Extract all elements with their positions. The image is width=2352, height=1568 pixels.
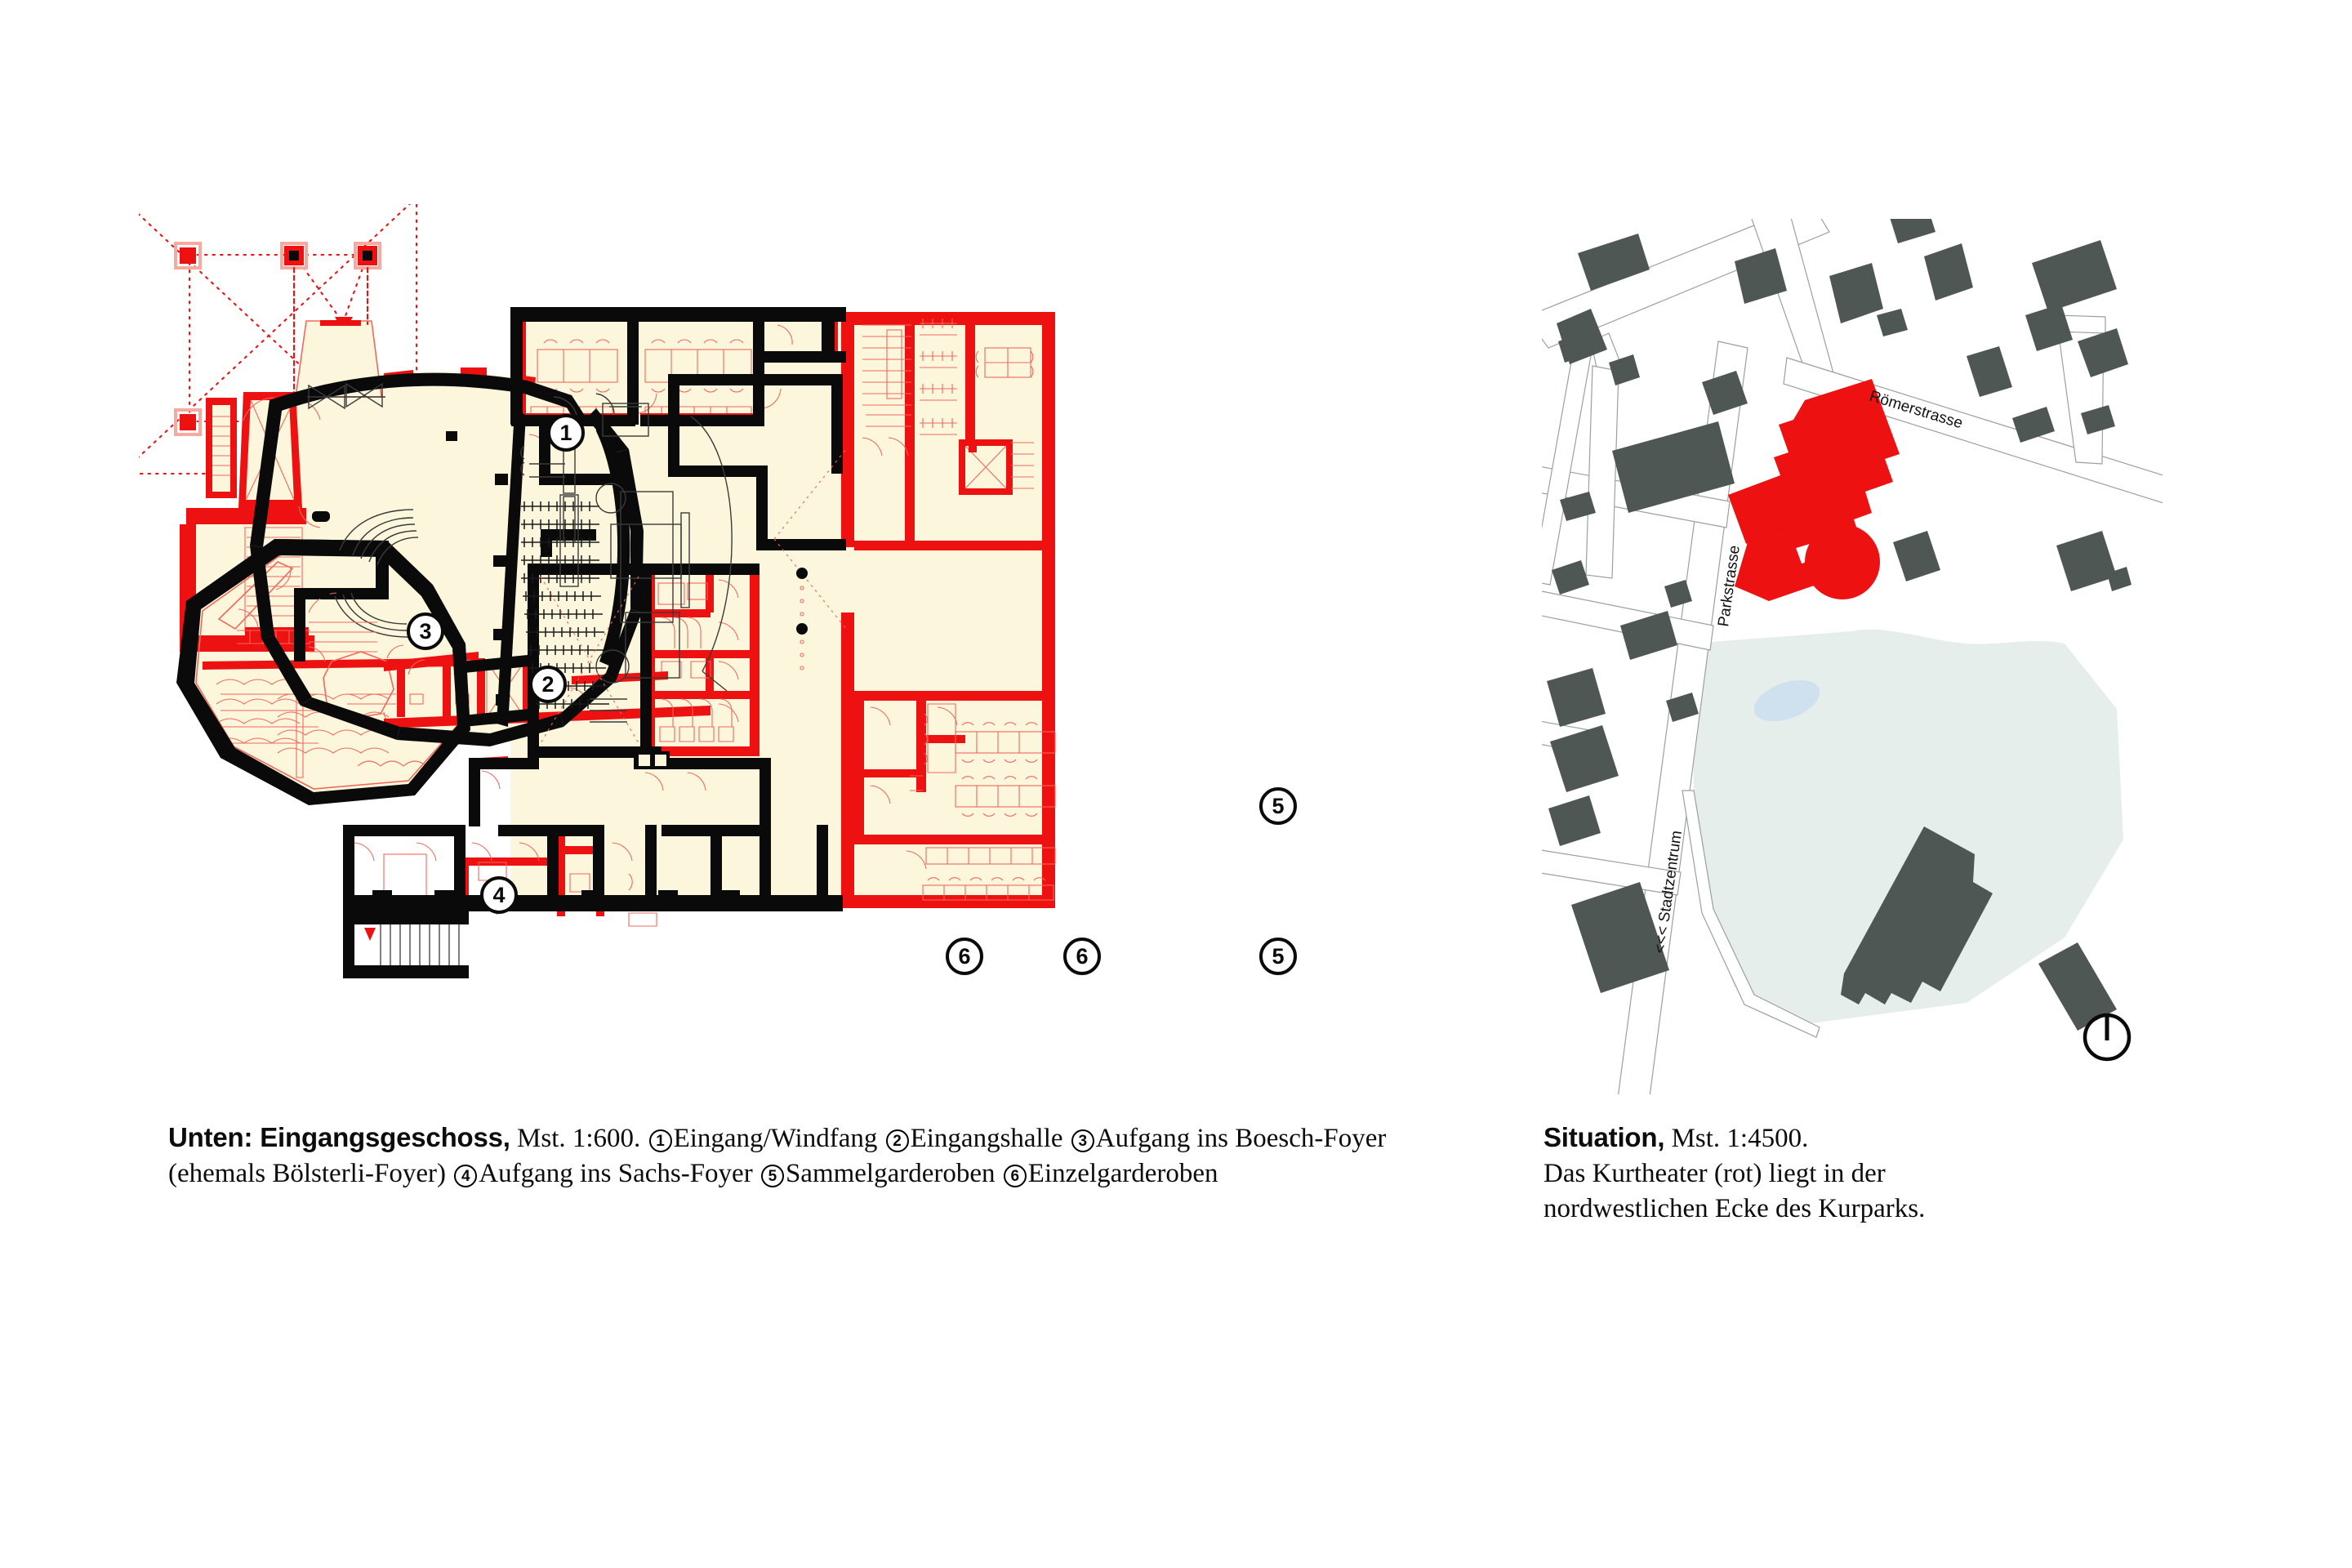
situation-caption-scale: Mst. 1:4500. bbox=[1671, 1124, 1809, 1153]
plan-caption-lead: Unten: Eingangsgeschoss, bbox=[168, 1122, 510, 1152]
revolving-door-symbol bbox=[307, 382, 385, 410]
pond bbox=[1753, 679, 1820, 722]
caption-numeral-3: 3 bbox=[1071, 1129, 1094, 1152]
caption-legend-3: Aufgang ins Boesch-Foyer (ehemals Bölste… bbox=[168, 1124, 1387, 1188]
plan-marker-5-sammelgarderoben-sued: 5 bbox=[1259, 938, 1297, 975]
plan-marker-4-sachs-foyer: 4 bbox=[480, 876, 518, 914]
plan-marker-5-sammelgarderoben-nord: 5 bbox=[1259, 787, 1297, 825]
caption-numeral-2: 2 bbox=[885, 1129, 909, 1152]
caption-legend-5: Sammelgarderoben bbox=[785, 1158, 996, 1188]
plan-caption-scale: Mst. 1:600. bbox=[517, 1124, 641, 1153]
situation-caption: Situation, Mst. 1:4500. Das Kurtheater (… bbox=[1544, 1120, 2164, 1227]
column-dots-light bbox=[800, 586, 804, 670]
column-dots bbox=[796, 568, 808, 635]
hall-fixtures bbox=[312, 511, 330, 599]
stair-to-boesch-foyer bbox=[308, 592, 377, 653]
surrounding-buildings bbox=[1547, 219, 2132, 1031]
stair-to-sachs-foyer bbox=[334, 509, 419, 638]
caption-legend-2: Eingangshalle bbox=[910, 1124, 1063, 1153]
stage-machinery bbox=[520, 393, 733, 769]
floor-plan-drawing: .fl{fill:#fbf6dc;} .wb{fill:#0a0a0a;} .w… bbox=[139, 204, 1056, 978]
plan-marker-3-boesch-foyer: 3 bbox=[407, 612, 444, 650]
north-arrow-icon bbox=[2082, 1013, 2132, 1062]
entrance-floor-plan-figure: .fl{fill:#fbf6dc;} .wb{fill:#0a0a0a;} .w… bbox=[139, 204, 1413, 1111]
plan-marker-6-einzelgarderoben-west: 6 bbox=[946, 938, 983, 975]
caption-legend-1: Eingang/Windfang bbox=[673, 1124, 878, 1153]
situation-caption-body-2: nordwestlichen Ecke des Kurparks. bbox=[1544, 1193, 1926, 1223]
caption-legend-6: Einzelgarderoben bbox=[1027, 1158, 1218, 1188]
situation-caption-body-1: Das Kurtheater (rot) liegt in der bbox=[1544, 1158, 1886, 1188]
kurtheater-footprint-red bbox=[1728, 379, 1900, 601]
situation-site-map-figure: .bld{fill:#4e5754;} .road{fill:#ffffff;s… bbox=[1542, 219, 2163, 1094]
caption-numeral-5: 5 bbox=[760, 1164, 784, 1187]
caption-numeral-4: 4 bbox=[454, 1164, 478, 1187]
plan-marker-1-eingang-windfang: 1 bbox=[547, 414, 585, 452]
plan-marker-6-einzelgarderoben-ost: 6 bbox=[1063, 938, 1101, 975]
caption-numeral-6: 6 bbox=[1003, 1164, 1027, 1187]
situation-map-drawing: .bld{fill:#4e5754;} .road{fill:#ffffff;s… bbox=[1542, 219, 2163, 1094]
situation-caption-lead: Situation, bbox=[1544, 1122, 1665, 1152]
plan-marker-2-eingangshalle: 2 bbox=[529, 666, 567, 703]
caption-legend-4: Aufgang ins Sachs-Foyer bbox=[479, 1158, 753, 1188]
kurpark-area bbox=[1690, 629, 2123, 1023]
structural-walls-black bbox=[176, 307, 846, 978]
caption-numeral-1: 1 bbox=[648, 1129, 672, 1152]
